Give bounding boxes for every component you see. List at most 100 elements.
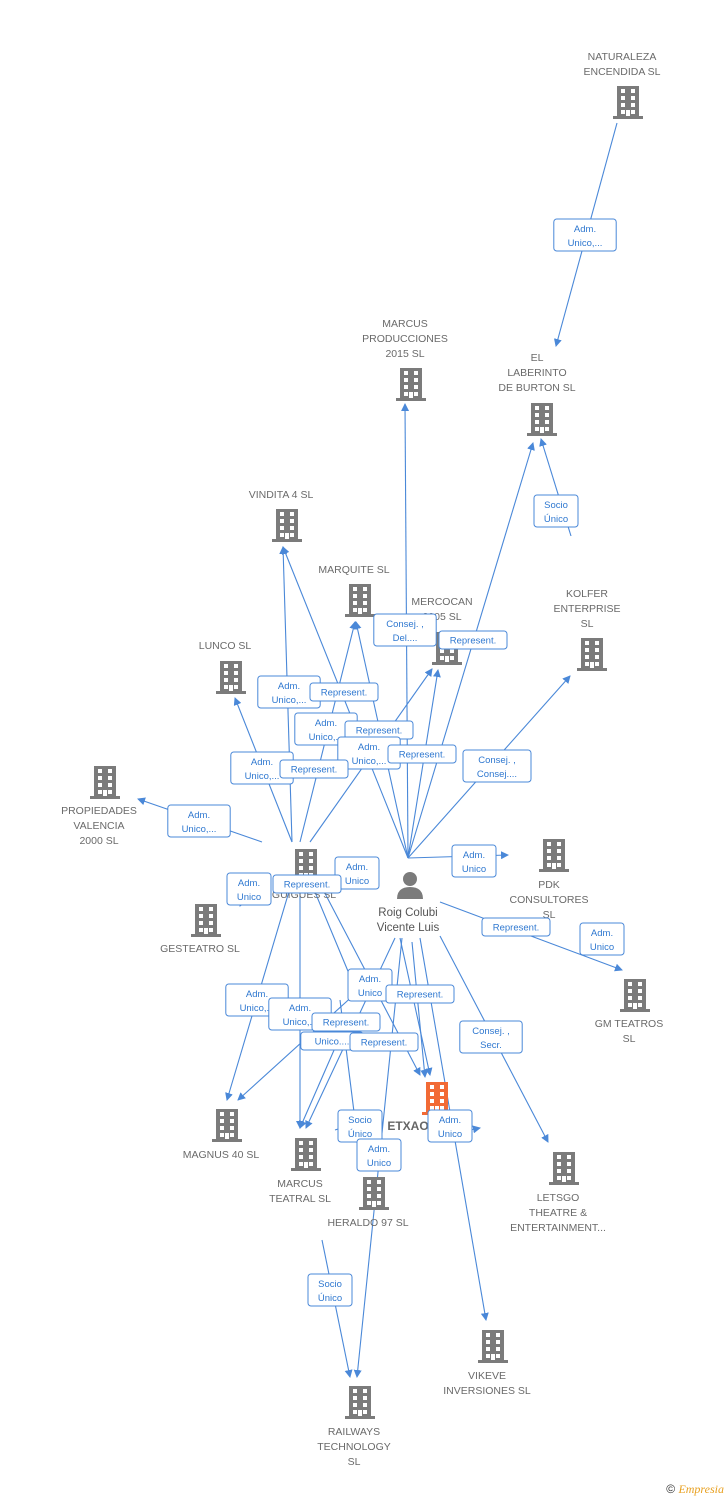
edge-label-text: Adm.: [574, 224, 596, 235]
company-node-marcusteatral[interactable]: MARCUS TEATRAL SL: [269, 1138, 331, 1205]
edge-label-text: Adm.: [358, 742, 380, 753]
edge-label[interactable]: Represent.: [387, 744, 457, 764]
company-node-magnus[interactable]: MAGNUS 40 SL: [183, 1109, 260, 1161]
edge-label-box: [307, 1273, 353, 1307]
edge-label-box: [427, 1109, 473, 1143]
company-name-line: DE BURTON SL: [498, 382, 575, 394]
edge-label-text: Unico: [367, 1158, 391, 1169]
edge-label[interactable]: Represent.: [349, 1032, 419, 1052]
person-node[interactable]: Roig Colubi Vicente Luis: [377, 872, 440, 934]
edge-label-box: [579, 922, 625, 956]
edge-label-box: [226, 872, 272, 906]
edge-label[interactable]: Adm.Unico: [347, 968, 393, 1002]
building-icon: [345, 1386, 375, 1419]
company-node-etxao[interactable]: ETXAO: [387, 1082, 452, 1133]
edge-label[interactable]: Adm.Unico: [451, 844, 497, 878]
edge-label-text: Adm.: [289, 1003, 311, 1014]
building-icon: [272, 509, 302, 542]
company-node-marquite[interactable]: MARQUITE SL: [318, 564, 390, 617]
company-name-line: MERCOCAN: [411, 596, 472, 608]
company-node-heraldo[interactable]: HERALDO 97 SL: [327, 1177, 409, 1229]
edge-label[interactable]: Adm.Unico: [334, 856, 380, 890]
edge-label[interactable]: Consej. ,Secr.: [459, 1020, 523, 1054]
edge-label[interactable]: Adm.Unico,...: [167, 804, 231, 838]
edge-label[interactable]: Adm.Unico,...: [553, 218, 617, 252]
company-name-line: TEATRAL SL: [269, 1193, 331, 1205]
edge-label[interactable]: Represent.: [385, 984, 455, 1004]
edge-label[interactable]: Adm. Unico: [427, 1109, 473, 1143]
company-name-line: PROPIEDADES: [61, 805, 137, 817]
edge-label-text: Adm.: [346, 862, 368, 873]
company-name-line: MARCUS: [277, 1178, 323, 1190]
building-icon: [613, 86, 643, 119]
edge-label-text: Adm.: [251, 757, 273, 768]
edge-line: [411, 941, 429, 1078]
company-name-line: INVERSIONES SL: [443, 1385, 531, 1397]
company-name-line: ENTERPRISE: [553, 603, 620, 615]
company-name-line: ETXAO: [387, 1119, 428, 1133]
building-icon: [396, 368, 426, 401]
edge-label[interactable]: Represent.: [272, 874, 342, 894]
company-node-gesteatro[interactable]: GESTEATRO SL: [160, 904, 240, 955]
edge-label-text: Represent.: [356, 726, 402, 737]
edge-label[interactable]: Consej. ,Del....: [373, 613, 437, 647]
edge-label-box: [438, 630, 508, 650]
edge-label[interactable]: Adm.Unico: [579, 922, 625, 956]
company-node-kolfer[interactable]: KOLFER ENTERPRISE SL: [553, 588, 621, 671]
company-name-line: KOLFER: [566, 588, 608, 600]
company-node-lunco[interactable]: LUNCO SL: [199, 640, 252, 694]
edge-label-text: Adm.: [439, 1115, 461, 1126]
edge-label[interactable]: Represent.: [481, 917, 551, 937]
edge-label[interactable]: Adm.Unico: [226, 872, 272, 906]
edge-label-text: Unico: [438, 1129, 462, 1140]
edge-label[interactable]: Represent.: [344, 720, 414, 740]
edge-label[interactable]: Consej. ,Consej....: [462, 749, 532, 783]
edge-label-text: Consej....: [477, 769, 517, 780]
edge-line: [281, 546, 409, 859]
edge-label-box: [349, 1032, 419, 1052]
edge-label-text: Represent.: [493, 923, 539, 934]
edge-label-text: Unico,...: [272, 695, 307, 706]
edge-label-box: [272, 874, 342, 894]
building-icon: [345, 584, 375, 617]
edge-label-text: Consej. ,: [472, 1026, 510, 1037]
edge-label-text: Unico,...: [309, 732, 344, 743]
company-name-line: LUNCO SL: [199, 640, 252, 652]
edge-label[interactable]: Represent.: [309, 682, 379, 702]
edge-label[interactable]: Represent.: [279, 759, 349, 779]
footer-brand[interactable]: © Empresia: [666, 1482, 724, 1497]
company-name-line: GESTEATRO SL: [160, 943, 240, 955]
edge-label-text: Unico,...: [352, 756, 387, 767]
building-icon: [90, 766, 120, 799]
company-name-line: SL: [581, 618, 594, 630]
edge-label-text: Adm.: [368, 1144, 390, 1155]
edge-label[interactable]: Adm. Unico: [356, 1138, 402, 1172]
company-node-vindita[interactable]: VINDITA 4 SL: [249, 489, 314, 542]
edge-label-box: [553, 218, 617, 252]
edge-label-text: Único: [348, 1129, 372, 1140]
company-name-line: LETSGO: [537, 1192, 580, 1204]
edge-label[interactable]: Represent.: [438, 630, 508, 650]
copyright-symbol: ©: [666, 1482, 676, 1496]
company-name-line: NATURALEZA: [588, 51, 657, 63]
edge-label-box: [356, 1138, 402, 1172]
person-name-line1: Roig Colubi: [378, 907, 437, 919]
brand-logo: Empresia: [678, 1482, 724, 1496]
building-icon: [577, 638, 607, 671]
edge-label-text: Unico....: [315, 1037, 350, 1048]
edge-label[interactable]: Represent.: [311, 1012, 381, 1032]
